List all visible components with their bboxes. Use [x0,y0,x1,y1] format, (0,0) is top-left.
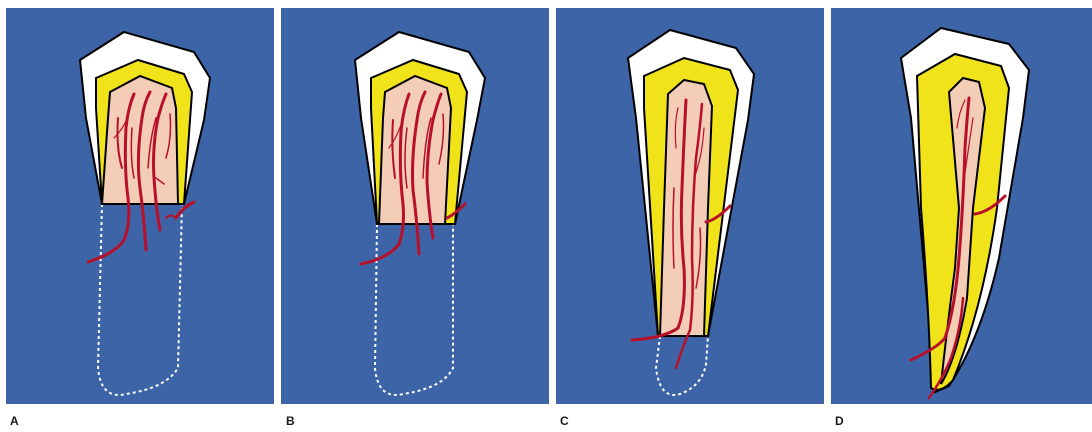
panel-label-d: D [835,415,844,427]
panel-c [556,8,824,404]
tooth-crown-stage-icon [6,8,274,404]
panel-label-a: A [10,415,19,427]
panel-b [281,8,549,404]
panel-d [831,8,1092,404]
tooth-complete-root-stage-icon [831,8,1092,404]
tooth-early-root-stage-icon [281,8,549,404]
panel-label-c: C [560,415,569,427]
panel-label-b: B [286,415,295,427]
tooth-developing-root-stage-icon [556,8,824,404]
panel-a [6,8,274,404]
